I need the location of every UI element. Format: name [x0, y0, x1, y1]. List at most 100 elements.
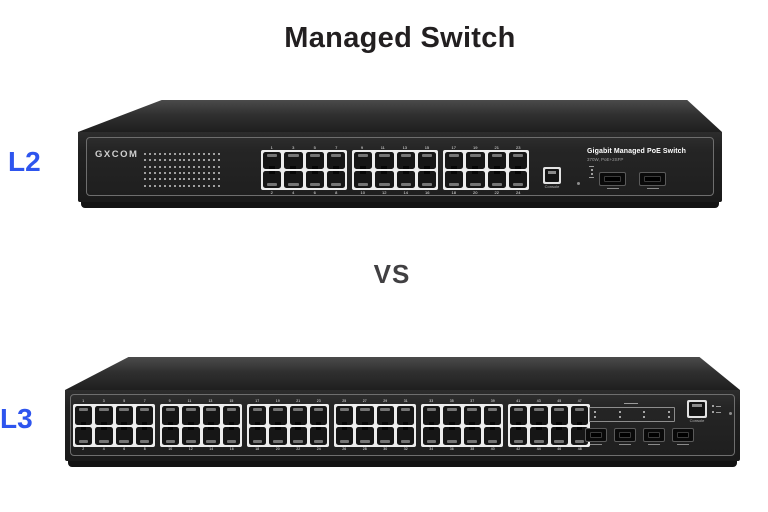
rj45-port-icon [305, 171, 324, 188]
l2-console-rj45-icon [543, 167, 561, 184]
l3-led-pair [643, 411, 646, 418]
rj45-port-icon [182, 406, 200, 425]
rj45-port-icon [284, 171, 303, 188]
led-dot [188, 178, 191, 181]
led-dot [159, 165, 162, 168]
rj45-port-icon [375, 171, 394, 188]
led-dot [202, 153, 205, 156]
rj45-port-icon [423, 426, 441, 445]
l3-switch-base-shadow [68, 461, 737, 467]
led-dot [149, 178, 152, 181]
led-dot [193, 165, 196, 168]
led-dot [183, 178, 186, 181]
port-block [421, 404, 503, 447]
led-dot [149, 153, 152, 156]
led-dot [144, 172, 147, 175]
sfp-label [677, 444, 689, 445]
rj45-port-icon [375, 152, 394, 169]
rj45-port-icon [222, 406, 240, 425]
rj45-port-icon [376, 406, 394, 425]
led-dot [198, 172, 201, 175]
rj45-port-icon [487, 152, 506, 169]
rj45-port-icon [445, 152, 464, 169]
rj45-port-icon [423, 406, 441, 425]
rj45-port-icon [356, 406, 374, 425]
rj45-port-icon [550, 426, 568, 445]
led-dot [149, 159, 152, 162]
sfp-port [639, 172, 666, 189]
led-dot [207, 178, 210, 181]
sfp-label [648, 444, 660, 445]
led-dot [183, 159, 186, 162]
led-dot [163, 184, 166, 187]
page-title: Managed Switch [284, 22, 516, 54]
led-dot [173, 159, 176, 162]
led-dot [202, 184, 205, 187]
l3-sfp-port-row [585, 428, 694, 445]
l2-model-subtitle: 370W, PoE+2SFP [587, 157, 624, 162]
led-dot [207, 159, 210, 162]
led-dot [154, 172, 157, 175]
led-dot [217, 172, 220, 175]
led-dot [178, 172, 181, 175]
rj45-port-icon [249, 426, 267, 445]
rj45-port-icon [354, 171, 373, 188]
rj45-port-icon [326, 152, 345, 169]
led-dot [193, 184, 196, 187]
led-dot [188, 172, 191, 175]
rj45-port-icon [135, 426, 153, 445]
led-dot [188, 159, 191, 162]
l3-row-label: L3 [0, 403, 33, 434]
rj45-port-icon [336, 406, 354, 425]
rj45-port-icon [289, 426, 307, 445]
l3-console-status-leds [712, 405, 721, 413]
port-block [508, 404, 590, 447]
rj45-port-icon [508, 171, 527, 188]
l3-led-zone-label [624, 403, 638, 404]
port-block [352, 150, 438, 190]
rj45-port-icon [309, 406, 327, 425]
l2-console-label: Console [544, 184, 560, 189]
led-dot [154, 184, 157, 187]
led-dot [159, 178, 162, 181]
l2-sfp-port-row [599, 172, 666, 189]
rj45-port-icon [530, 426, 548, 445]
led-dot [183, 165, 186, 168]
led-dot [149, 184, 152, 187]
rj45-port-icon [305, 152, 324, 169]
led-dot [149, 172, 152, 175]
led-dot [202, 159, 205, 162]
led-dot [207, 165, 210, 168]
sfp-label [606, 188, 619, 189]
led-dot [212, 153, 215, 156]
led-dot [144, 153, 147, 156]
rj45-port-icon [445, 171, 464, 188]
vs-label: VS [373, 259, 411, 289]
rj45-port-icon [570, 406, 588, 425]
led-dot [217, 165, 220, 168]
led-dot [154, 165, 157, 168]
rj45-port-icon [182, 426, 200, 445]
led-dot [183, 172, 186, 175]
l2-led-indicator-grid [143, 151, 221, 189]
led-dot [168, 172, 171, 175]
l3-switch-top-face [65, 357, 740, 390]
rj45-port-icon [376, 426, 394, 445]
led-dot [178, 159, 181, 162]
l2-console-port: Console [543, 167, 561, 189]
led-dot [173, 165, 176, 168]
led-dot [154, 178, 157, 181]
sfp-cage-icon [643, 428, 665, 442]
led-dot [149, 165, 152, 168]
